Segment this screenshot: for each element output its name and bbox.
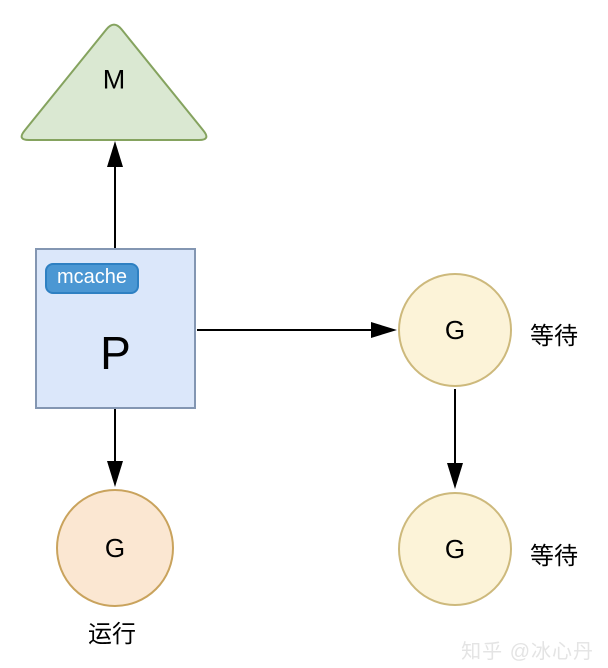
watermark: 知乎 @冰心丹 — [461, 641, 594, 663]
goroutine-waiting-top-label: G — [444, 314, 466, 345]
machine-label: M — [102, 64, 126, 95]
arrow-p-to-waiting-g — [197, 322, 397, 338]
arrow-p-to-running-g — [107, 409, 123, 487]
arrow-waiting-g-to-waiting-g — [447, 389, 463, 489]
goroutine-running-circle: G — [56, 489, 174, 607]
mcache-badge: mcache — [45, 263, 140, 294]
goroutine-running-label: G — [104, 532, 126, 563]
status-waiting-top: 等待 — [530, 323, 578, 350]
processor-label: P — [100, 327, 131, 379]
goroutine-waiting-top-circle: G — [398, 273, 512, 387]
processor-box: mcache P — [35, 248, 196, 409]
machine-triangle-shape — [20, 23, 208, 141]
arrow-p-to-m — [107, 141, 123, 248]
status-waiting-bottom: 等待 — [530, 543, 578, 570]
status-running: 运行 — [88, 621, 136, 648]
goroutine-waiting-bottom-label: G — [444, 533, 466, 564]
goroutine-waiting-bottom-circle: G — [398, 492, 512, 606]
